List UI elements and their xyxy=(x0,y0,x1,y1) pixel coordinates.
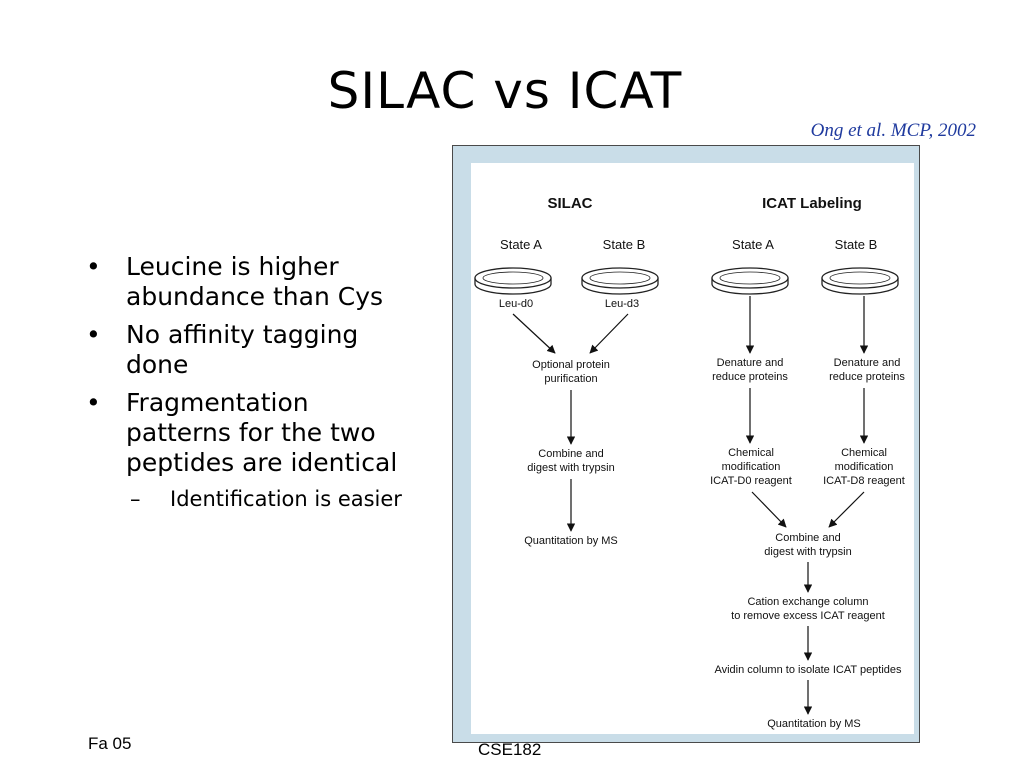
icat-header: ICAT Labeling xyxy=(762,195,862,212)
icat-combine-line2: digest with trypsin xyxy=(764,546,851,558)
icat-chem-a-line2: modification xyxy=(722,461,781,473)
icat-avidin-label: Avidin column to isolate ICAT peptides xyxy=(714,664,902,676)
silac-state-a: State A xyxy=(500,237,542,252)
flow-arrow xyxy=(589,313,629,354)
footer-left: Fa 05 xyxy=(88,734,132,753)
bullet-marker: • xyxy=(86,252,101,281)
icat-denature-b-line2: reduce proteins xyxy=(829,371,905,383)
sub-bullet-text: Identification is easier xyxy=(170,487,402,511)
dish-icon xyxy=(474,267,552,295)
silac-combine-line1: Combine and xyxy=(538,448,603,460)
icat-denature-b-line1: Denature and xyxy=(834,357,901,369)
footer-center: CSE182 xyxy=(478,740,542,759)
silac-purification-line1: Optional protein xyxy=(532,359,610,371)
dish-icon xyxy=(581,267,659,295)
bullet-text: No affinity tagging done xyxy=(126,320,359,379)
silac-header: SILAC xyxy=(548,195,593,212)
bullet-text: Leucine is higher abundance than Cys xyxy=(126,252,384,311)
bullet-text: Fragmentation patterns for the two pepti… xyxy=(126,388,398,477)
sub-bullet-item: – Identification is easier xyxy=(130,486,406,513)
leu-d0-label: Leu-d0 xyxy=(499,298,533,310)
silac-combine-line2: digest with trypsin xyxy=(527,462,614,474)
bullet-marker: • xyxy=(86,388,101,417)
icat-denature-a-line2: reduce proteins xyxy=(712,371,788,383)
icat-quant-label: Quantitation by MS xyxy=(767,718,861,730)
icat-chem-b-line1: Chemical xyxy=(841,447,887,459)
icat-chem-a-line1: Chemical xyxy=(728,447,774,459)
flow-arrows xyxy=(512,296,869,715)
bullet-list: • Leucine is higher abundance than Cys •… xyxy=(86,252,406,513)
leu-d3-label: Leu-d3 xyxy=(605,298,639,310)
flow-arrow xyxy=(512,313,556,354)
icat-chem-a-line3: ICAT-D0 reagent xyxy=(710,475,792,487)
bullet-item: • No affinity tagging done xyxy=(86,320,406,380)
slide-title: SILAC vs ICAT xyxy=(327,62,683,120)
icat-combine-line1: Combine and xyxy=(775,532,840,544)
citation: Ong et al. MCP, 2002 xyxy=(810,120,976,141)
bullet-item: • Leucine is higher abundance than Cys xyxy=(86,252,406,312)
icat-state-b: State B xyxy=(835,237,878,252)
bullet-marker: • xyxy=(86,320,101,349)
bullet-item: • Fragmentation patterns for the two pep… xyxy=(86,388,406,478)
dish-icon xyxy=(711,267,789,295)
icat-state-a: State A xyxy=(732,237,774,252)
dish-icon xyxy=(821,267,899,295)
silac-purification-line2: purification xyxy=(544,373,597,385)
flow-arrow xyxy=(751,491,787,528)
silac-quant-label: Quantitation by MS xyxy=(524,535,618,547)
icat-cation-line1: Cation exchange column xyxy=(747,596,868,608)
icat-denature-a-line1: Denature and xyxy=(717,357,784,369)
icat-cation-line2: to remove excess ICAT reagent xyxy=(731,610,885,622)
dish-icons xyxy=(474,267,899,295)
icat-chem-b-line3: ICAT-D8 reagent xyxy=(823,475,905,487)
flow-arrow xyxy=(828,491,865,528)
silac-state-b: State B xyxy=(603,237,646,252)
figure-panel xyxy=(471,163,914,734)
icat-chem-b-line2: modification xyxy=(835,461,894,473)
sub-bullet-marker: – xyxy=(130,487,141,511)
